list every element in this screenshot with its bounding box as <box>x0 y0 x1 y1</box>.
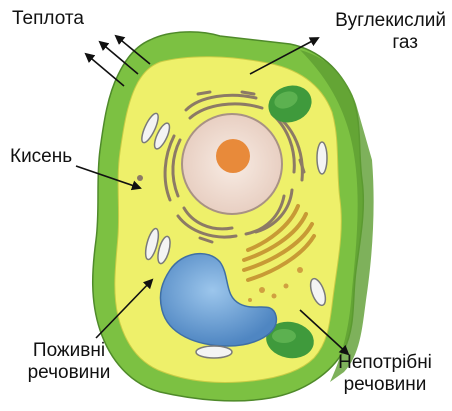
carbon-dioxide-label-line1: Вуглекислий <box>296 10 446 32</box>
nutrients-label-line1: Поживні <box>14 340 124 362</box>
waste-label-line2: речовини <box>322 374 448 396</box>
waste-label: Непотрібні речовини <box>322 352 448 396</box>
carbon-dioxide-label-line2: газ <box>296 32 446 54</box>
nutrients-label-line2: речовини <box>14 362 124 384</box>
nutrients-label: Поживні речовини <box>14 340 124 384</box>
nucleolus <box>216 139 250 173</box>
oxygen-label: Кисень <box>10 146 72 168</box>
heat-label: Теплота <box>12 8 84 30</box>
waste-label-line1: Непотрібні <box>322 352 448 374</box>
carbon-dioxide-label: Вуглекислий газ <box>296 10 446 54</box>
